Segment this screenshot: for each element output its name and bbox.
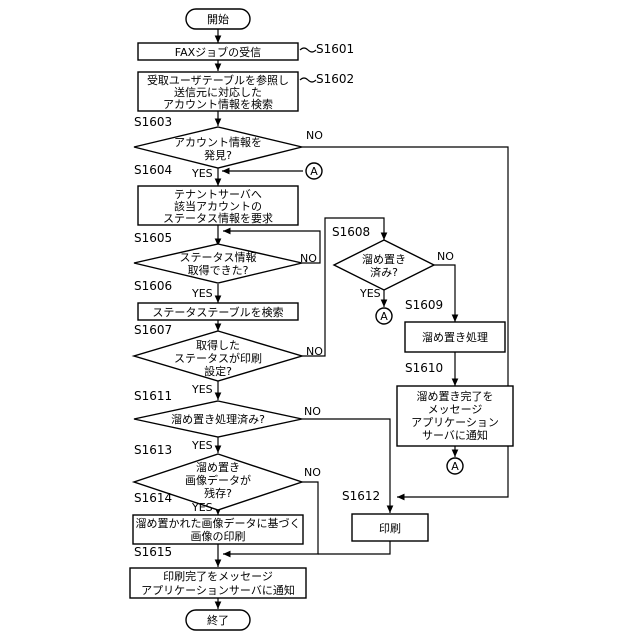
step-label: S1604 xyxy=(134,163,172,177)
process-text: アプリケーション xyxy=(411,416,499,429)
process-text: メッセージ xyxy=(428,403,483,416)
end-label: 終了 xyxy=(207,613,229,627)
connector-a-s1610: A xyxy=(447,458,463,474)
yes-label: YES xyxy=(191,439,213,452)
no-label: NO xyxy=(437,250,454,263)
process-s1610: 溜め置き完了を メッセージ アプリケーション サーバに通知 xyxy=(397,386,513,446)
step-label: S1602 xyxy=(316,72,354,86)
decision-text: 溜め置き xyxy=(362,252,406,266)
process-text: サーバに通知 xyxy=(422,428,488,442)
decision-s1608: 溜め置き 済み? xyxy=(334,240,434,290)
decision-text: アカウント情報を xyxy=(174,136,262,149)
process-text: アカウント情報を検索 xyxy=(163,97,273,111)
decision-text: 溜め置き xyxy=(196,460,240,474)
process-s1606: ステータステーブルを検索 xyxy=(138,303,298,320)
decision-s1605: ステータス情報 取得できた? xyxy=(134,244,302,283)
step-label: S1611 xyxy=(134,389,172,403)
step-label: S1615 xyxy=(134,545,172,559)
process-s1602: 受取ユーザテーブルを参照し 送信元に対応した アカウント情報を検索 xyxy=(138,72,298,111)
process-text: 送信元に対応した xyxy=(174,85,262,99)
connector-a-in: A xyxy=(306,163,322,179)
yes-label: YES xyxy=(191,501,213,514)
decision-text: 画像データが xyxy=(185,473,251,487)
decision-text: 取得した xyxy=(196,339,240,352)
yes-label: YES xyxy=(191,383,213,396)
flow-line xyxy=(318,541,390,554)
process-text: ステータステーブルを検索 xyxy=(152,305,283,319)
process-text: ステータス情報を要求 xyxy=(163,212,273,225)
step-leader xyxy=(300,78,316,82)
process-text: 溜め置き処理 xyxy=(422,330,488,344)
step-label: S1601 xyxy=(316,42,354,56)
step-label: S1608 xyxy=(332,225,370,239)
process-text: FAXジョブの受信 xyxy=(175,45,261,59)
decision-text: 溜め置き処理済み? xyxy=(171,412,265,426)
step-label: S1614 xyxy=(134,491,172,505)
decision-text: 取得できた? xyxy=(188,264,249,277)
process-text: 画像の印刷 xyxy=(191,530,246,543)
step-label: S1607 xyxy=(134,323,172,337)
process-s1615: 印刷完了をメッセージ アプリケーションサーバに通知 xyxy=(130,568,306,598)
yes-label: YES xyxy=(191,287,213,300)
step-label: S1612 xyxy=(342,489,380,503)
process-text: 受取ユーザテーブルを参照し xyxy=(147,73,289,87)
start-terminal: 開始 xyxy=(186,9,250,29)
process-text: 溜め置き完了を xyxy=(417,389,494,403)
step-leader xyxy=(300,48,316,52)
connector-a-s1608: A xyxy=(376,308,392,324)
step-label: S1603 xyxy=(134,115,172,129)
decision-s1611: 溜め置き処理済み? xyxy=(134,401,302,437)
process-s1604: テナントサーバへ 該当アカウントの ステータス情報を要求 xyxy=(138,186,298,225)
yes-label: YES xyxy=(191,167,213,180)
decision-text: 済み? xyxy=(370,265,398,279)
decision-text: ステータス情報 xyxy=(180,251,257,264)
decision-s1607: 取得した ステータスが印刷 設定? xyxy=(134,331,302,381)
process-s1614: 溜め置かれた画像データに基づく 画像の印刷 xyxy=(133,515,303,544)
step-label: S1605 xyxy=(134,231,172,245)
step-label: S1610 xyxy=(405,361,443,375)
yes-label: YES xyxy=(359,287,381,300)
process-text: 該当アカウントの xyxy=(174,199,262,213)
no-label: NO xyxy=(300,252,317,265)
process-text: 溜め置かれた画像データに基づく xyxy=(136,516,301,530)
step-label: S1606 xyxy=(134,279,172,293)
process-text: 印刷 xyxy=(379,522,401,535)
connector-label: A xyxy=(451,460,459,473)
process-s1601: FAXジョブの受信 xyxy=(138,43,298,60)
no-label: NO xyxy=(306,345,323,358)
process-text: アプリケーションサーバに通知 xyxy=(141,583,295,597)
no-label: NO xyxy=(304,466,321,479)
process-text: 印刷完了をメッセージ xyxy=(163,569,273,583)
end-terminal: 終了 xyxy=(186,610,250,630)
connector-label: A xyxy=(380,310,388,323)
decision-text: ステータスが印刷 xyxy=(174,351,262,365)
start-label: 開始 xyxy=(207,12,229,26)
decision-text: 残存? xyxy=(204,486,232,500)
no-label: NO xyxy=(306,129,323,142)
decision-text: 設定? xyxy=(204,364,232,378)
decision-s1603: アカウント情報を 発見? xyxy=(134,127,302,168)
no-label: NO xyxy=(304,405,321,418)
process-s1609: 溜め置き処理 xyxy=(405,322,505,352)
step-label: S1613 xyxy=(134,443,172,457)
connector-label: A xyxy=(310,165,318,178)
decision-text: 発見? xyxy=(204,148,232,162)
process-s1612: 印刷 xyxy=(352,514,428,541)
step-label: S1609 xyxy=(405,298,443,312)
flow-arrow xyxy=(434,265,455,322)
